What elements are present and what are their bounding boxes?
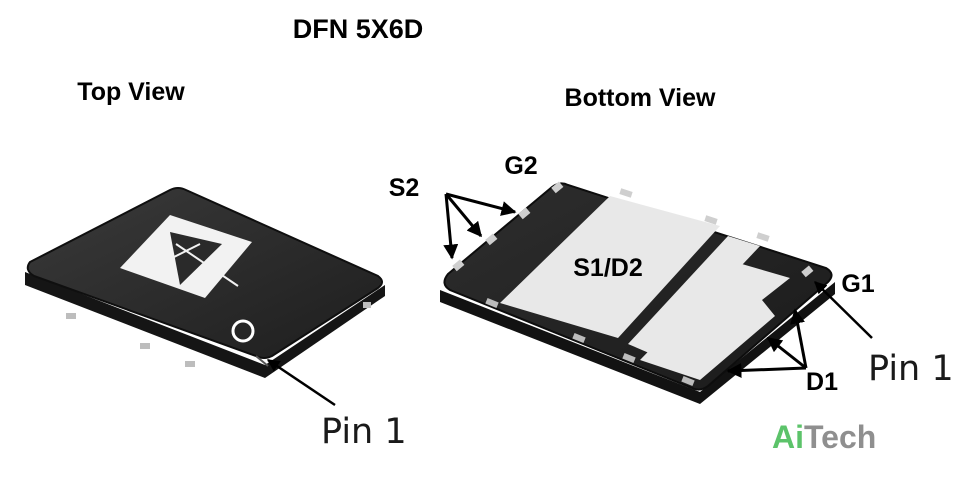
s2-terminal — [518, 207, 531, 220]
watermark-tech: Tech — [804, 419, 876, 455]
d1-arrows — [726, 308, 808, 378]
top-pin1-label: Pin 1 — [321, 412, 407, 452]
s1d2-pad — [500, 196, 720, 338]
s1d2-label: S1/D2 — [573, 254, 642, 282]
s2-terminal — [485, 233, 498, 246]
g2-label: G2 — [504, 152, 537, 180]
d1-label: D1 — [806, 368, 838, 396]
pin1-marker-circle — [231, 319, 255, 343]
lead-tab — [363, 302, 371, 308]
top-view-heading: Top View — [77, 78, 185, 106]
bottom-edge-terminal — [622, 352, 636, 364]
top-edge-terminal — [619, 188, 633, 198]
s2-terminal — [452, 259, 465, 272]
top-edge-terminal — [756, 232, 770, 242]
svg-text:AiTech: AiTech — [772, 419, 876, 455]
diagram-title: DFN 5X6D — [293, 14, 424, 44]
bottom-view-heading: Bottom View — [565, 84, 716, 112]
g1-terminal — [801, 265, 814, 278]
bottom-edge-terminal — [681, 375, 695, 387]
s2-arrows — [443, 192, 517, 260]
lead-tab — [140, 343, 150, 349]
top-edge-terminal — [704, 215, 718, 225]
g1-label: G1 — [841, 270, 874, 298]
manufacturer-logo — [120, 215, 252, 298]
s1d2-pad-strip — [628, 236, 760, 356]
lead-tab — [185, 361, 195, 367]
bottom-pin1-label: Pin 1 — [868, 349, 954, 389]
d1-pad — [640, 262, 790, 380]
lead-tab — [66, 313, 76, 319]
top-pin1-arrow — [266, 358, 336, 407]
aitech-watermark: AiTech — [772, 419, 876, 455]
top-view-package — [25, 187, 385, 378]
watermark-ai: Ai — [772, 419, 804, 455]
bottom-edge-terminal — [485, 297, 499, 309]
s2-label: S2 — [389, 174, 420, 202]
bottom-pin1-arrow — [814, 281, 873, 339]
g2-terminal — [551, 181, 564, 194]
bottom-edge-terminal — [572, 332, 586, 344]
